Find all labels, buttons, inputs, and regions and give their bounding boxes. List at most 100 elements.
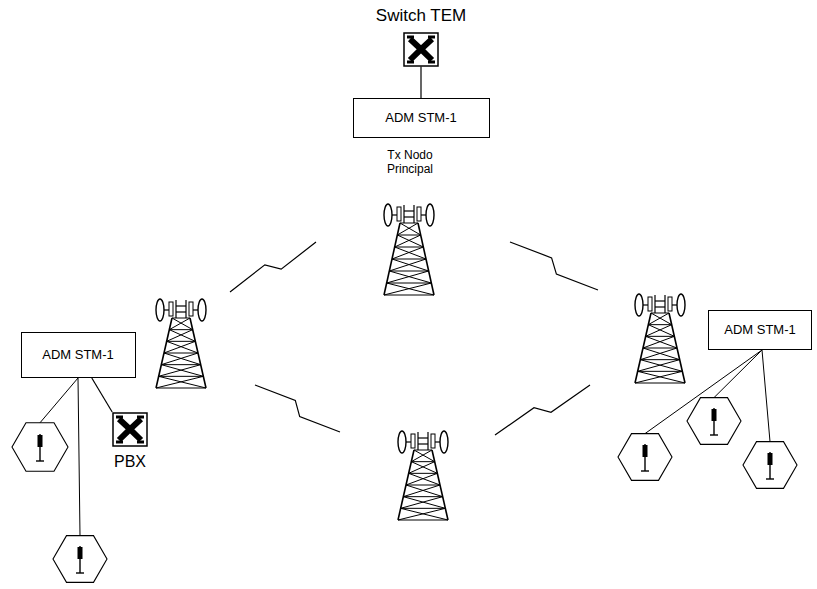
tower-brace [646,336,677,348]
feeder-line [762,350,770,442]
tower-brace [638,360,680,372]
tower-mast [413,205,414,223]
box-label: ADM STM-1 [385,111,457,126]
tower-mast [417,432,418,450]
cell-antenna [36,460,44,461]
switch-cross [410,39,432,60]
cell-antenna-panel [712,409,717,421]
switch-cross-ends [407,37,435,62]
radio-link [255,385,340,432]
microwave-dish [426,204,434,226]
box-label: ADM STM-1 [724,323,796,338]
switch-icon [403,32,439,67]
microwave-dish [384,204,392,226]
cell-site [687,398,741,445]
tower-mast [418,437,428,438]
switch-cross [119,419,141,440]
tower-brace [398,508,445,520]
switch-cross-ends [116,417,144,442]
cell-site [12,423,68,471]
cell-antenna [710,434,718,435]
tower-brace [411,461,434,462]
tower-brace [400,223,421,235]
tower-mast [655,306,665,307]
tower-brace [640,360,682,372]
tower-mast [175,300,176,318]
radio-tower [384,204,434,295]
tower-brace [401,508,448,520]
tower-brace [403,496,442,497]
tower-mast [404,210,414,211]
pbx-symbol: PBX [112,412,148,471]
tower-brace [651,313,669,314]
cell-hexagon [53,536,107,583]
tower-brace [161,364,200,365]
tower-brace [164,353,201,365]
feeder-line [40,378,78,423]
tower-brace [640,359,679,360]
tower-brace [643,348,680,360]
feeder-line [78,378,80,536]
microwave-dish [635,294,643,316]
tower-brace [387,271,429,283]
tower-brace [414,450,435,462]
microwave-dish [156,299,164,321]
cell-hexagon [618,434,672,481]
tower-brace [635,383,685,384]
tower-brace [643,348,677,349]
cell-antenna-panel [78,547,83,559]
tower-brace [406,485,440,486]
tower-brace [159,376,204,377]
link-line [92,378,112,412]
tower-brace [646,336,675,337]
tower-mast [427,432,428,450]
tower-brace [387,283,434,295]
symbol-label: Switch TEM [376,6,466,26]
tower-brace [395,235,421,247]
tower-brace [161,353,198,365]
tower-brace [398,520,448,521]
tower-brace [397,223,418,235]
switch-frame [404,33,438,66]
tower-brace [406,485,443,497]
tower-brace [167,341,198,353]
tower-brace [409,473,438,474]
tower-mast [655,300,665,301]
radio-tower [398,431,448,520]
cell-antenna-panel [768,453,773,465]
tower-brace [397,235,423,247]
node-caption: Tx Nodo Principal [368,149,452,177]
panel-antenna [169,302,173,316]
cell-hexagon [687,398,741,445]
panel-antenna [411,434,415,448]
cell-antenna [641,470,649,471]
cell-antenna-panel [38,435,43,447]
cell-antenna-panel [643,445,648,457]
symbol-label: PBX [114,453,146,471]
radio-link [495,385,590,435]
tower-brace [651,313,672,325]
tower-mast [176,305,186,306]
tower-brace [400,223,418,224]
radio-link [510,242,598,290]
tower-brace [172,318,190,319]
tower-brace [646,325,672,337]
tower-brace [635,371,682,383]
microwave-dish [198,299,206,321]
panel-antenna [397,207,401,221]
radio-tower [156,299,206,388]
tower-brace [384,295,434,296]
tower-brace [401,497,443,509]
cell-antenna [766,478,774,479]
tower-brace [389,271,428,272]
adm-box: ADM STM-1 [353,98,490,138]
tower-brace [156,376,203,388]
cell-antenna [76,572,84,573]
tower-brace [395,247,426,259]
microwave-dish [440,431,448,453]
panel-antenna [648,297,652,311]
tower-brace [648,325,674,337]
